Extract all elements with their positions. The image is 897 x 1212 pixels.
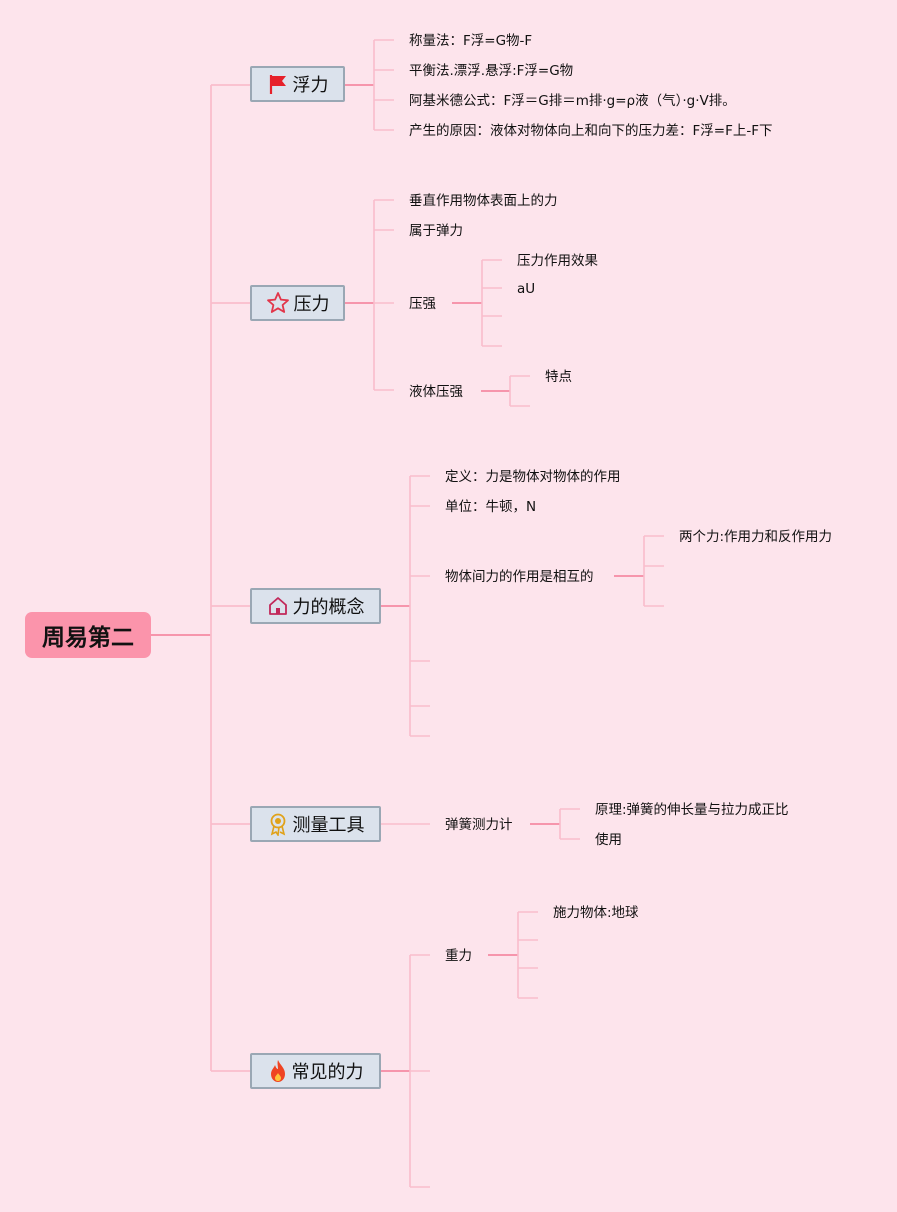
award-ribbon-icon (267, 812, 289, 836)
branch-buoyancy[interactable]: 浮力 (250, 66, 345, 102)
star-icon (266, 291, 290, 315)
branch-concept[interactable]: 力的概念 (250, 588, 381, 624)
liquid-pressure-node[interactable]: 液体压强 (409, 384, 463, 400)
buoyancy-item[interactable]: 产生的原因：液体对物体向上和向下的压力差：F浮=F上-F下 (409, 123, 773, 139)
spring-scale-child[interactable]: 使用 (595, 832, 622, 848)
spring-scale-child[interactable]: 原理:弹簧的伸长量与拉力成正比 (595, 802, 789, 818)
buoyancy-item[interactable]: 阿基米德公式：F浮＝G排＝m排·g=ρ液（气）·g·V排。 (409, 93, 736, 109)
spring-scale-node[interactable]: 弹簧测力计 (445, 817, 513, 833)
red-flag-icon (267, 73, 289, 95)
pressure-item[interactable]: 属于弹力 (409, 223, 463, 239)
mutual-force-node[interactable]: 物体间力的作用是相互的 (445, 569, 594, 585)
concept-item[interactable]: 单位：牛顿，N (445, 499, 537, 515)
branch-buoyancy-label: 浮力 (292, 75, 329, 96)
gravity-node[interactable]: 重力 (445, 948, 472, 964)
pressure-intensity-child[interactable]: 压力作用效果 (517, 253, 598, 269)
root-topic[interactable]: 周易第二 (25, 612, 151, 658)
pressure-intensity-node[interactable]: 压强 (409, 296, 436, 312)
branch-pressure[interactable]: 压力 (250, 285, 345, 321)
pressure-intensity-child[interactable]: aU (517, 281, 536, 297)
fire-icon (268, 1059, 288, 1083)
home-icon (267, 595, 289, 617)
liquid-pressure-child[interactable]: 特点 (545, 369, 572, 385)
buoyancy-item[interactable]: 平衡法.漂浮.悬浮:F浮=G物 (409, 63, 574, 79)
branch-common-label: 常见的力 (291, 1062, 364, 1083)
gravity-child[interactable]: 施力物体:地球 (553, 905, 639, 921)
branch-tools-label: 测量工具 (292, 815, 365, 836)
branch-common[interactable]: 常见的力 (250, 1053, 381, 1089)
mutual-force-child[interactable]: 两个力:作用力和反作用力 (679, 529, 833, 545)
branch-tools[interactable]: 测量工具 (250, 806, 381, 842)
branch-concept-label: 力的概念 (292, 597, 365, 618)
branch-pressure-label: 压力 (293, 294, 330, 315)
pressure-item[interactable]: 垂直作用物体表面上的力 (409, 193, 558, 209)
buoyancy-item[interactable]: 称量法：F浮=G物-F (409, 33, 533, 49)
concept-item[interactable]: 定义：力是物体对物体的作用 (445, 469, 621, 485)
